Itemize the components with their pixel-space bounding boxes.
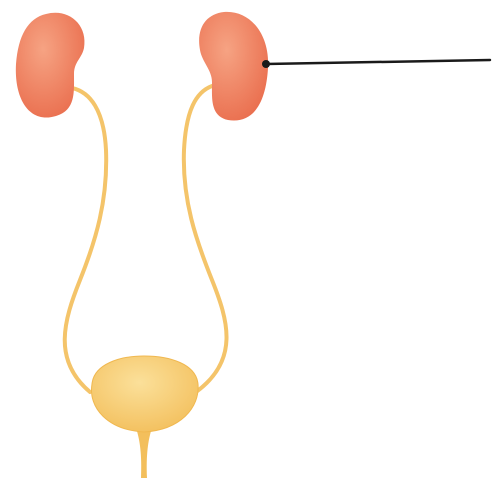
right-kidney xyxy=(199,12,268,121)
left-ureter xyxy=(65,88,106,392)
leader-dot xyxy=(262,60,270,68)
bladder xyxy=(91,356,198,432)
left-kidney xyxy=(16,13,85,118)
right-ureter xyxy=(184,86,227,392)
leader-line xyxy=(266,60,490,64)
urethra xyxy=(136,428,152,478)
